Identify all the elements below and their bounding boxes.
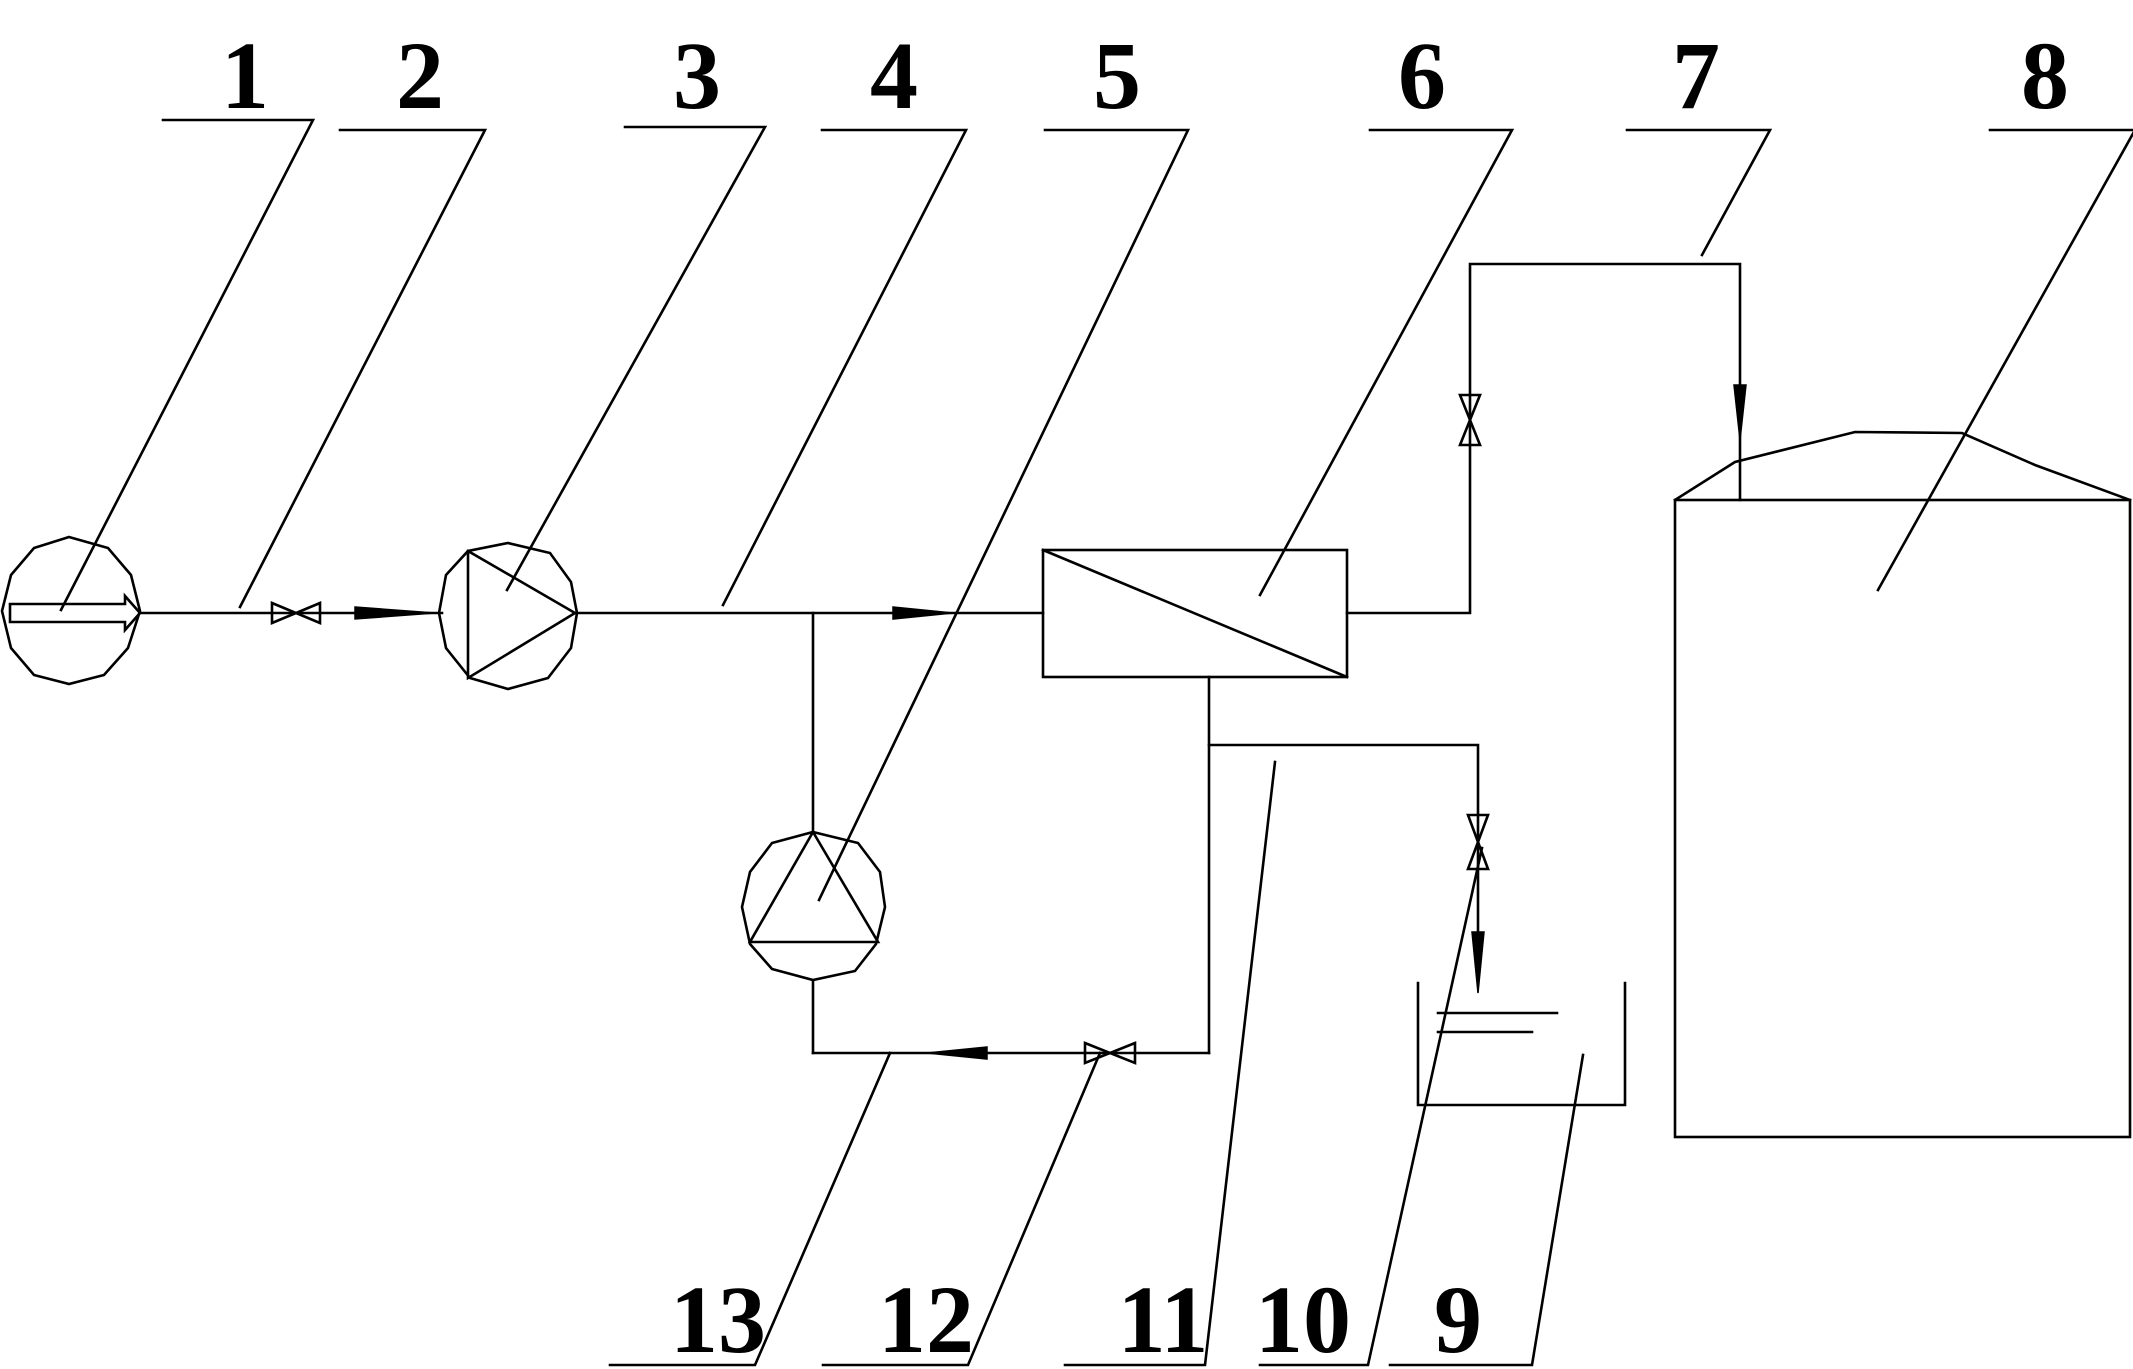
arrow-down-icon <box>1733 384 1747 441</box>
label-12: 12 <box>878 1266 974 1369</box>
label-5: 5 <box>1093 22 1141 129</box>
pump-icon <box>740 830 887 982</box>
leader-line-5 <box>817 128 1191 902</box>
valve-icon <box>1458 416 1482 447</box>
label-2: 2 <box>396 22 444 129</box>
basin-icon <box>1416 981 1627 1107</box>
valve-icon <box>1466 813 1490 846</box>
leader-line-11 <box>1063 760 1277 1367</box>
label-8: 8 <box>2021 22 2069 129</box>
label-3: 3 <box>673 22 721 129</box>
label-7: 7 <box>1672 22 1720 129</box>
valve-icon <box>1458 393 1482 424</box>
pipelines <box>138 262 1742 1055</box>
leader-line-6 <box>1258 128 1515 597</box>
valve-icon <box>292 601 322 625</box>
pipe-to-basin <box>1207 743 1480 967</box>
valve-icon <box>270 601 300 625</box>
leader-line-4 <box>721 128 969 607</box>
label-10: 10 <box>1255 1266 1351 1369</box>
leader-line-10 <box>1258 846 1484 1367</box>
storage-tank-icon <box>1673 430 2132 1139</box>
label-13: 13 <box>670 1266 766 1369</box>
membrane-module-icon <box>1041 548 1349 679</box>
valve-icon <box>1466 838 1490 871</box>
label-4: 4 <box>870 22 918 129</box>
label-1: 1 <box>221 22 269 129</box>
valve-icon <box>1083 1041 1114 1065</box>
leader-line-8 <box>1876 128 2133 592</box>
leader-lines-bottom <box>608 760 1585 1367</box>
leader-line-13 <box>608 1051 892 1367</box>
label-9: 9 <box>1434 1266 1482 1369</box>
source-circle-icon <box>0 535 142 686</box>
valves <box>270 393 1490 1065</box>
leader-line-12 <box>821 1051 1102 1367</box>
leader-line-1 <box>59 118 316 612</box>
pipe-permeate-to-tank <box>1345 262 1742 615</box>
leader-line-2 <box>238 128 488 609</box>
label-6: 6 <box>1398 22 1446 129</box>
pump-icon <box>437 541 579 691</box>
valve-icon <box>1106 1041 1137 1065</box>
arrow-down-icon <box>1471 931 1485 994</box>
component-labels: 1 2 3 4 5 6 7 8 13 12 11 10 9 <box>221 22 2069 1369</box>
leader-line-3 <box>505 125 768 592</box>
leader-lines-top <box>59 118 2133 902</box>
flow-arrows <box>354 384 1747 1060</box>
leader-line-9 <box>1388 1053 1585 1367</box>
arrow-right-icon <box>892 606 954 620</box>
arrow-right-icon <box>354 606 436 620</box>
arrow-left-icon <box>926 1046 988 1060</box>
leader-line-7 <box>1625 128 1773 257</box>
label-11: 11 <box>1118 1266 1209 1369</box>
